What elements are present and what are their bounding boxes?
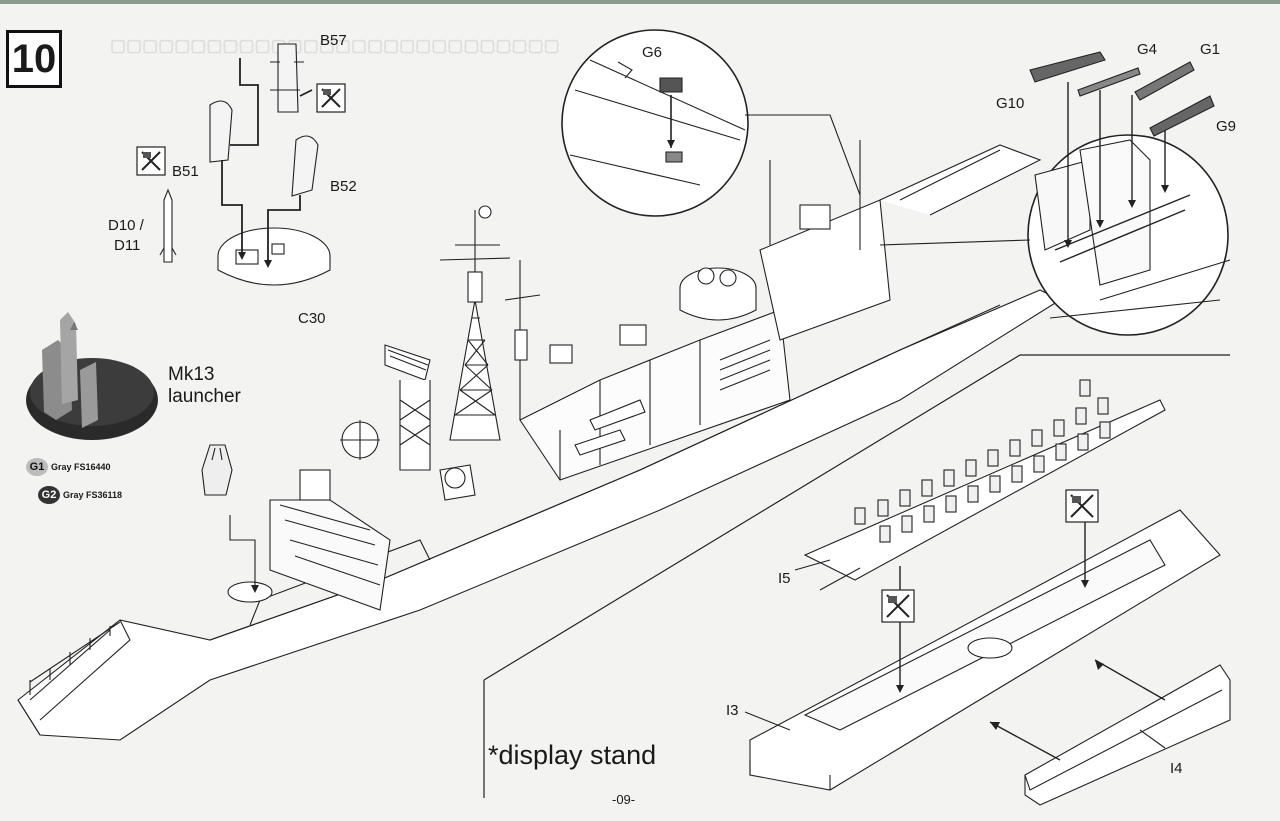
display-stand-caption: *display stand xyxy=(488,740,657,770)
page-number: -09- xyxy=(612,792,636,807)
top-border xyxy=(0,0,1280,4)
launcher-caption-line1: Mk13 xyxy=(168,364,215,385)
part-label-i3: I3 xyxy=(726,702,739,719)
part-label-b51: B51 xyxy=(172,163,199,180)
lattice-mast xyxy=(439,205,511,441)
part-label-g6: G6 xyxy=(642,44,663,61)
paint-chip-g2: G2 xyxy=(38,486,60,504)
part-label-g9: G9 xyxy=(1216,118,1237,135)
launcher-caption-line2: launcher xyxy=(168,386,241,407)
part-label-g10: G10 xyxy=(996,95,1025,112)
stand-part-i4 xyxy=(1024,664,1231,806)
part-label-b52: B52 xyxy=(330,178,357,195)
stand-part-i5 xyxy=(803,399,1166,581)
paint-name-g2: Gray FS36118 xyxy=(63,490,123,500)
part-label-d11: D11 xyxy=(114,237,141,254)
part-label-g4: G4 xyxy=(1137,41,1158,58)
paint-g2: G2 Gray FS36118 xyxy=(38,486,122,504)
paint-g1: G1 Gray FS16440 xyxy=(26,458,111,476)
bleed-through-text: ▢▢▢▢▢▢▢▢▢▢▢▢▢▢▢▢▢▢▢▢▢▢▢▢▢▢▢▢ xyxy=(110,36,560,55)
part-label-i4: I4 xyxy=(1170,760,1183,777)
detail-circle-g6 xyxy=(561,29,749,217)
part-label-d10: D10 / xyxy=(108,217,144,234)
part-label-i5: I5 xyxy=(778,570,791,587)
part-label-g1: G1 xyxy=(1200,41,1221,58)
part-label-c30: C30 xyxy=(298,310,326,327)
mk13-launcher-illustration xyxy=(26,312,158,440)
part-label-b57: B57 xyxy=(320,32,347,49)
paint-chip-g1: G1 xyxy=(26,458,48,476)
superstructure-forward xyxy=(269,499,391,611)
paint-name-g1: Gray FS16440 xyxy=(51,462,111,472)
step-number: 10 xyxy=(6,30,62,88)
launcher-caption: Mk13 launcher xyxy=(168,364,241,408)
